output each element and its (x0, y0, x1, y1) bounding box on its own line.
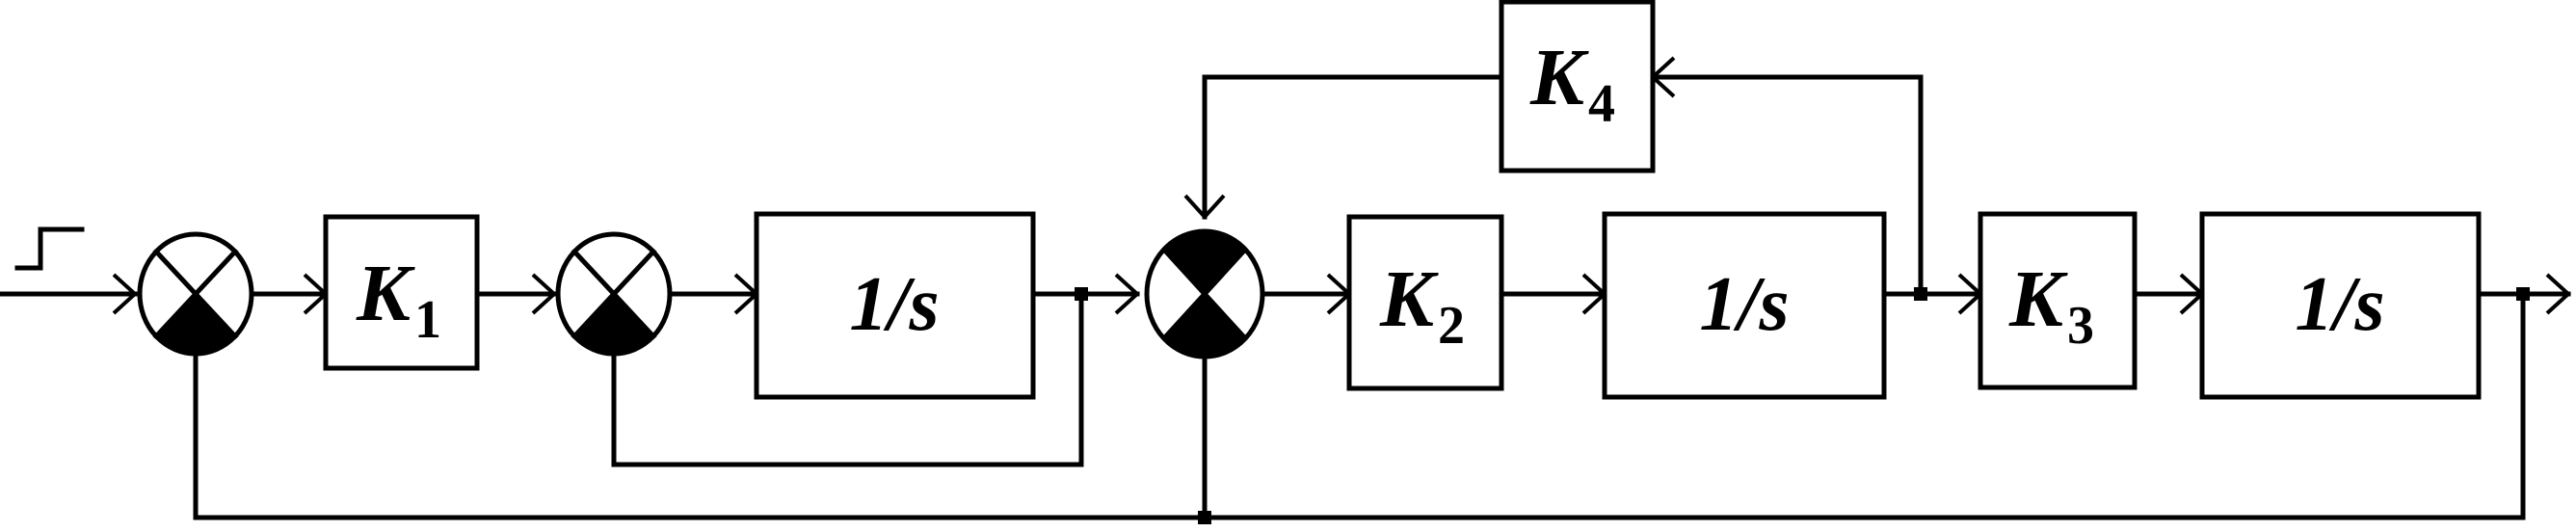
block-k4-label: K4 (1529, 33, 1615, 134)
block-integrator-3: 1/s (2199, 211, 2482, 400)
block-integrator-2: 1/s (1602, 211, 1887, 400)
branch-nodes (1075, 287, 2530, 524)
block-k4: K4 (1499, 0, 1656, 173)
block-integrator-1-label: 1/s (849, 262, 939, 347)
summing-junction-3 (1144, 228, 1265, 359)
block-k3-label: K3 (2008, 254, 2094, 356)
summing-junction-1 (137, 231, 254, 357)
block-k2: K2 (1346, 214, 1504, 391)
block-integrator-2-label: 1/s (1699, 262, 1789, 347)
block-k1: K1 (323, 214, 480, 371)
summing-junction-2 (555, 231, 673, 357)
signal-wires (0, 74, 2571, 520)
block-k2-label: K2 (1379, 254, 1465, 356)
block-integrator-1: 1/s (754, 211, 1036, 400)
step-input-icon (14, 226, 85, 271)
block-k3: K3 (1978, 211, 2138, 390)
block-k1-label: K1 (356, 249, 441, 350)
block-integrator-3-label: 1/s (2295, 262, 2384, 347)
